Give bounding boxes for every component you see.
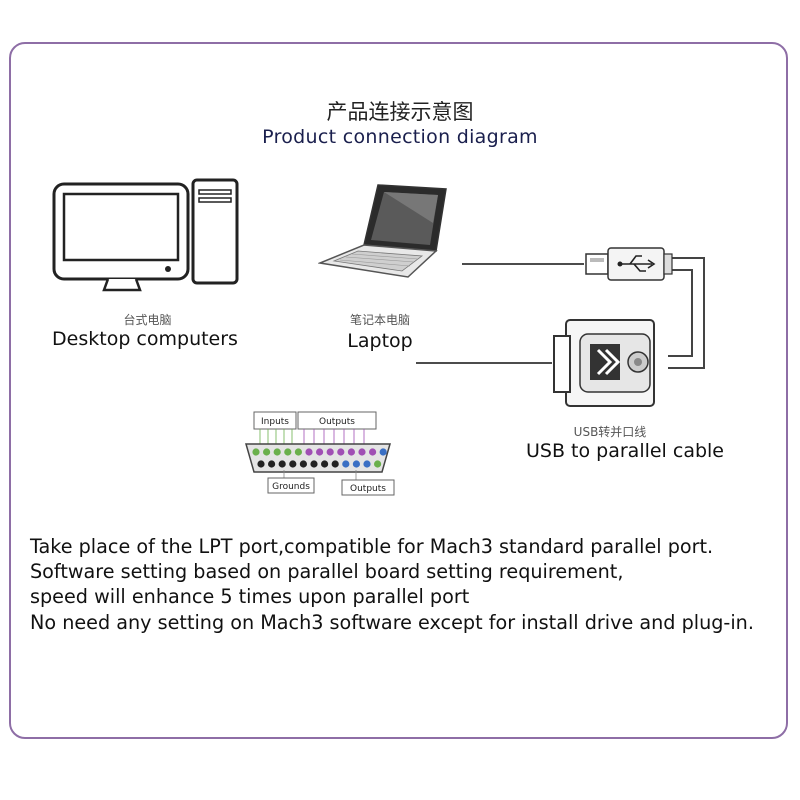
description-line: Software setting based on parallel board…: [30, 560, 624, 584]
laptop-icon: [318, 184, 447, 278]
pinout-outputs-top-label: Outputs: [319, 417, 355, 427]
pin-dot: [310, 460, 318, 468]
pin-dot: [374, 460, 382, 468]
pin-dot: [257, 460, 265, 468]
description-line: Take place of the LPT port,compatible fo…: [30, 535, 714, 558]
outer-frame: [9, 42, 788, 739]
laptop-label-chinese: 笔记本电脑: [349, 313, 410, 327]
pin-dot: [268, 460, 276, 468]
pin-dot: [363, 460, 371, 468]
pinout-grounds-label: Grounds: [272, 482, 310, 492]
description-line: speed will enhance 5 times upon parallel…: [30, 585, 470, 609]
pin-dot: [321, 460, 329, 468]
pin-dot: [305, 448, 313, 456]
pin-dot: [326, 448, 334, 456]
pin-dot: [369, 448, 377, 456]
description-line: No need any setting on Mach3 software ex…: [30, 610, 754, 634]
pin-dot: [316, 448, 324, 456]
usb-plug-icon: [585, 247, 673, 281]
pin-dot: [352, 460, 360, 468]
description-text: Take place of the LPT port,compatible fo…: [30, 534, 790, 635]
db25-connector-icon: [553, 319, 655, 407]
pin-dot: [273, 448, 281, 456]
pin-dot: [278, 460, 286, 468]
pin-dot: [337, 448, 345, 456]
pin-dot: [331, 460, 339, 468]
cable-label-chinese: USB转并口线: [573, 425, 647, 439]
parallel-pinout-diagram: Inputs Outputs Grounds Outputs: [245, 411, 395, 496]
laptop-label-english: Laptop: [347, 330, 413, 352]
pin-dot: [294, 448, 302, 456]
pin-dot: [358, 448, 366, 456]
cable-label-english: USB to parallel cable: [526, 440, 724, 462]
pin-dot: [284, 448, 292, 456]
pinout-inputs-label: Inputs: [261, 417, 289, 427]
desktop-computer-icon: [52, 178, 239, 292]
desktop-label-chinese: 台式电脑: [123, 313, 172, 327]
pin-dot: [379, 448, 387, 456]
pin-dot: [347, 448, 355, 456]
pin-dot: [252, 448, 260, 456]
pin-dot: [342, 460, 350, 468]
pinout-outputs-bottom-label: Outputs: [350, 484, 386, 494]
pin-dot: [263, 448, 271, 456]
title-english: Product connection diagram: [262, 126, 538, 148]
desktop-label-english: Desktop computers: [52, 328, 238, 350]
pin-dot: [289, 460, 297, 468]
pin-dot: [299, 460, 307, 468]
title-chinese: 产品连接示意图: [326, 100, 474, 124]
